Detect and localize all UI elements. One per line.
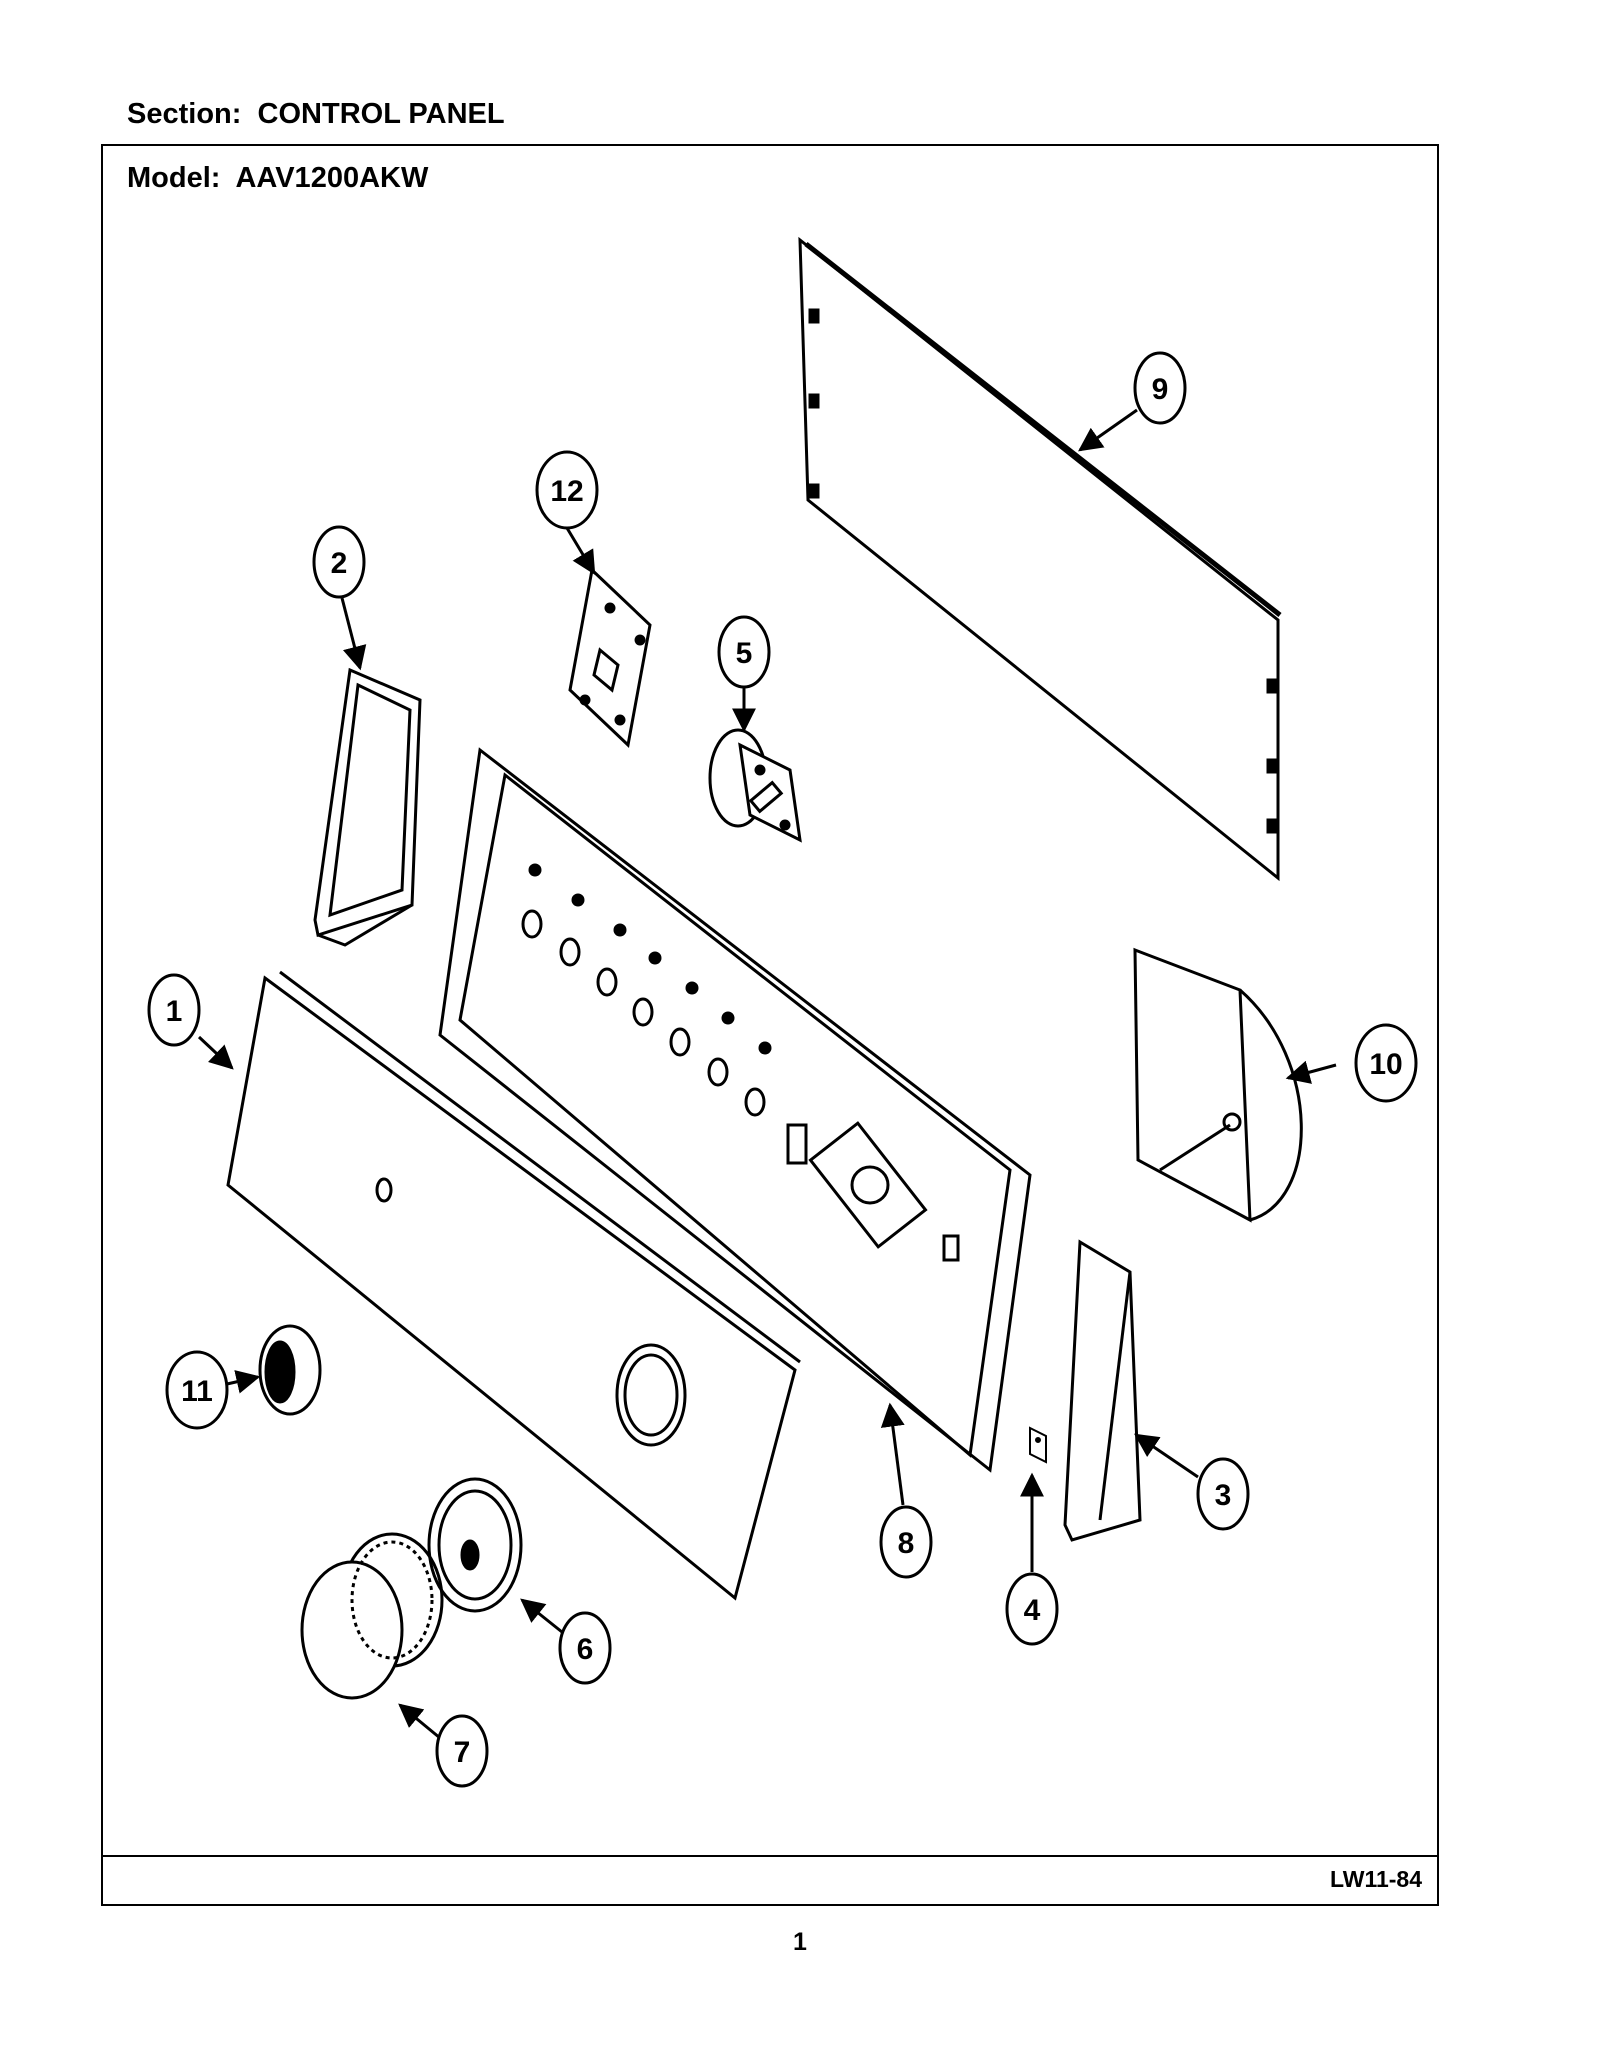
callout-7: 7 <box>435 1714 489 1788</box>
document-code: LW11-84 <box>1329 1866 1422 1892</box>
part-4-clip <box>1029 1426 1047 1464</box>
svg-text:1: 1 <box>166 995 183 1028</box>
svg-text:5: 5 <box>736 637 753 670</box>
svg-text:7: 7 <box>454 1736 471 1769</box>
svg-text:10: 10 <box>1369 1048 1402 1081</box>
callout-10: 10 <box>1354 1023 1418 1103</box>
model-value: AAV1200AKW <box>235 162 429 194</box>
section-label: Section: <box>127 98 242 130</box>
svg-text:2: 2 <box>331 547 348 580</box>
part-5-switch <box>708 728 802 843</box>
callout-3: 3 <box>1196 1457 1250 1531</box>
model-label: Model: <box>127 162 221 194</box>
callout-9: 9 <box>1133 351 1187 425</box>
part-2-left-end-cap <box>313 667 422 947</box>
part-3-right-end-cap <box>1063 1239 1142 1542</box>
callout-8: 8 <box>879 1505 933 1579</box>
svg-text:3: 3 <box>1215 1479 1232 1512</box>
callout-6: 6 <box>558 1611 612 1685</box>
section-title: Section: CONTROL PANEL <box>127 98 505 131</box>
callout-2: 2 <box>312 525 366 599</box>
svg-text:9: 9 <box>1152 373 1169 406</box>
part-9-rear-panel <box>798 236 1282 882</box>
callout-5: 5 <box>717 615 771 689</box>
svg-text:8: 8 <box>898 1527 915 1560</box>
page-number: 1 <box>793 1928 807 1956</box>
part-11-small-knob <box>258 1324 322 1416</box>
svg-text:6: 6 <box>577 1633 594 1666</box>
part-12-plate <box>568 567 652 748</box>
footer-divider <box>101 1855 1439 1857</box>
part-7-large-knob <box>300 1532 444 1700</box>
callout-1: 1 <box>147 973 201 1047</box>
svg-text:11: 11 <box>181 1375 213 1408</box>
svg-text:12: 12 <box>550 475 583 508</box>
svg-text:4: 4 <box>1024 1594 1041 1627</box>
part-6-bezel <box>427 1477 523 1613</box>
section-value: CONTROL PANEL <box>257 98 505 130</box>
part-8-console <box>438 747 1032 1473</box>
model-title: Model: AAV1200AKW <box>127 162 428 195</box>
leader-lines <box>197 408 1337 1740</box>
part-10-blower <box>1133 947 1303 1223</box>
callout-11: 11 <box>165 1350 229 1430</box>
callout-12: 12 <box>535 450 599 530</box>
part-1-front-panel <box>226 970 801 1601</box>
diagram-frame <box>101 144 1439 1906</box>
callout-4: 4 <box>1005 1572 1059 1646</box>
